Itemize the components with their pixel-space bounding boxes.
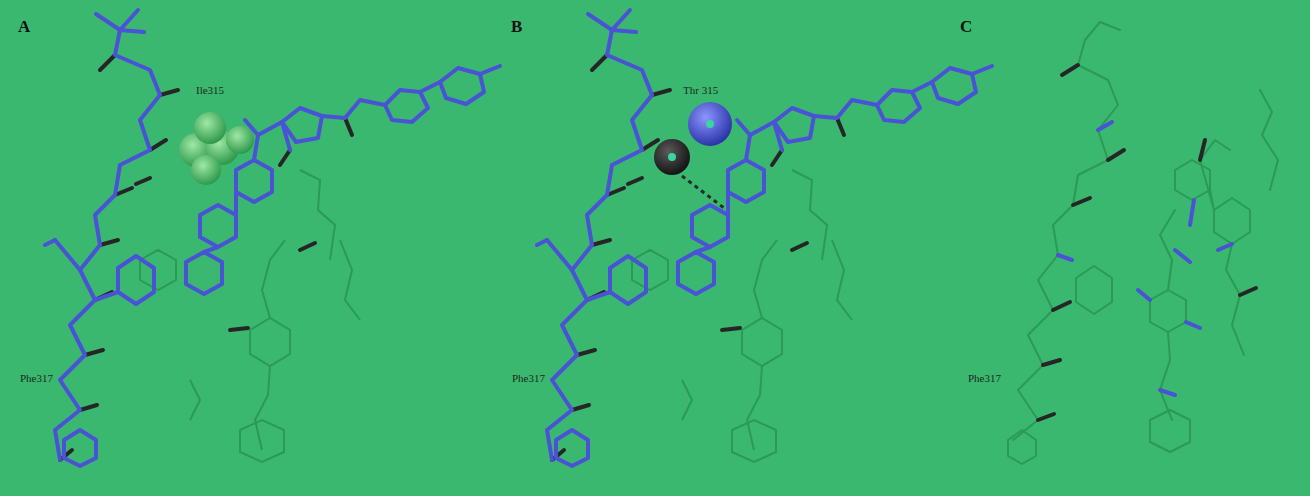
residue-label: Phe317 <box>968 372 1001 384</box>
thr315-spheres <box>654 102 732 208</box>
panel-c-sticks <box>1008 22 1278 464</box>
ile315-spheres <box>179 112 254 185</box>
residue-label: Ile315 <box>196 84 224 96</box>
panel-letter: B <box>511 18 522 37</box>
panel-letter: A <box>18 18 30 37</box>
panel-letter: C <box>960 18 972 37</box>
residue-label: Phe317 <box>20 372 53 384</box>
residue-label: Thr 315 <box>683 84 718 96</box>
residue-label: Phe317 <box>512 372 545 384</box>
